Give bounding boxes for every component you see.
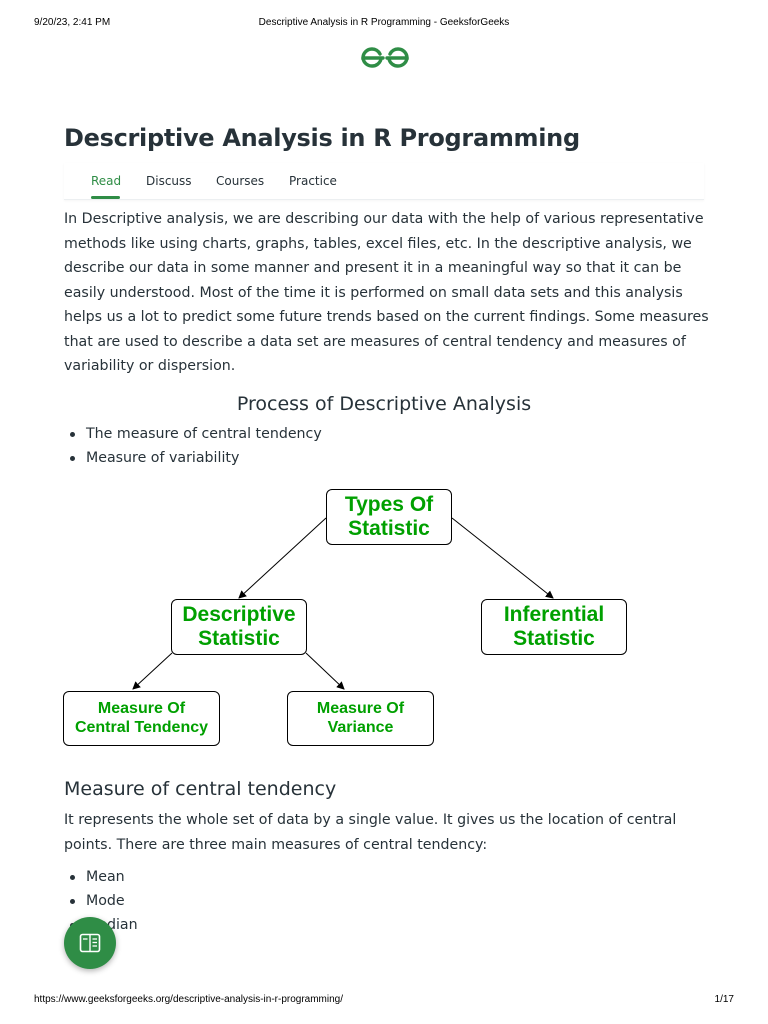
intro-line: In Descriptive analysis, we are describi… [64,211,704,227]
list-item: Measure of variability [64,446,322,470]
list-item: Mode [64,889,138,913]
geeksforgeeks-logo-icon[interactable] [359,44,411,70]
process-heading: Process of Descriptive Analysis [236,393,532,415]
intro-line: helps us a lot to predict some future tr… [64,309,709,325]
diagram-node-descriptive-statistic: Descriptive Statistic [171,599,307,655]
tab-discuss[interactable]: Discuss [146,174,192,188]
active-tab-indicator [91,196,120,199]
intro-line: variability or dispersion. [64,358,236,374]
diagram-node-variance: Measure Of Variance [287,691,434,746]
article-tabs: Read Discuss Courses Practice [64,163,704,200]
arrow-descriptive-to-central [132,652,173,690]
diagram-node-inferential-statistic: Inferential Statistic [481,599,627,655]
intro-line: methods like using charts, graphs, table… [64,235,692,252]
process-list: The measure of central tendency Measure … [64,422,322,470]
statistics-types-diagram: Types Of Statistic Descriptive Statistic… [0,480,768,760]
paragraph-line: It represents the whole set of data by a… [64,812,677,828]
intro-paragraph: In Descriptive analysis, we are describi… [64,207,709,379]
reader-mode-icon [79,933,101,953]
diagram-node-types-of-statistic: Types Of Statistic [326,489,452,545]
central-tendency-paragraph: It represents the whole set of data by a… [64,808,709,857]
tab-courses[interactable]: Courses [216,174,265,188]
print-document-title: Descriptive Analysis in R Programming - … [258,17,510,28]
tab-practice[interactable]: Practice [289,174,337,188]
tab-read[interactable]: Read [91,174,122,188]
arrow-descriptive-to-variance [305,652,345,690]
arrow-root-to-descriptive [238,517,327,599]
list-item: The measure of central tendency [64,422,322,446]
intro-line: describe our data in some manner and pre… [64,260,682,276]
list-item: Mean [64,865,138,889]
diagram-connectors [132,517,554,690]
print-url: https://www.geeksforgeeks.org/descriptiv… [34,994,344,1005]
diagram-node-central-tendency: Measure Of Central Tendency [63,691,220,746]
arrow-root-to-inferential [451,517,554,599]
central-tendency-heading: Measure of central tendency [64,778,337,800]
page-title: Descriptive Analysis in R Programming [64,124,580,152]
intro-line: easily understood. Most of the time it i… [64,284,683,301]
print-datetime: 9/20/23, 2:41 PM [34,17,111,28]
paragraph-line: points. There are three main measures of… [64,836,488,853]
reader-mode-button[interactable] [64,917,116,969]
print-page-number: 1/17 [714,994,734,1005]
intro-line: that are used to describe a data set are… [64,333,686,350]
